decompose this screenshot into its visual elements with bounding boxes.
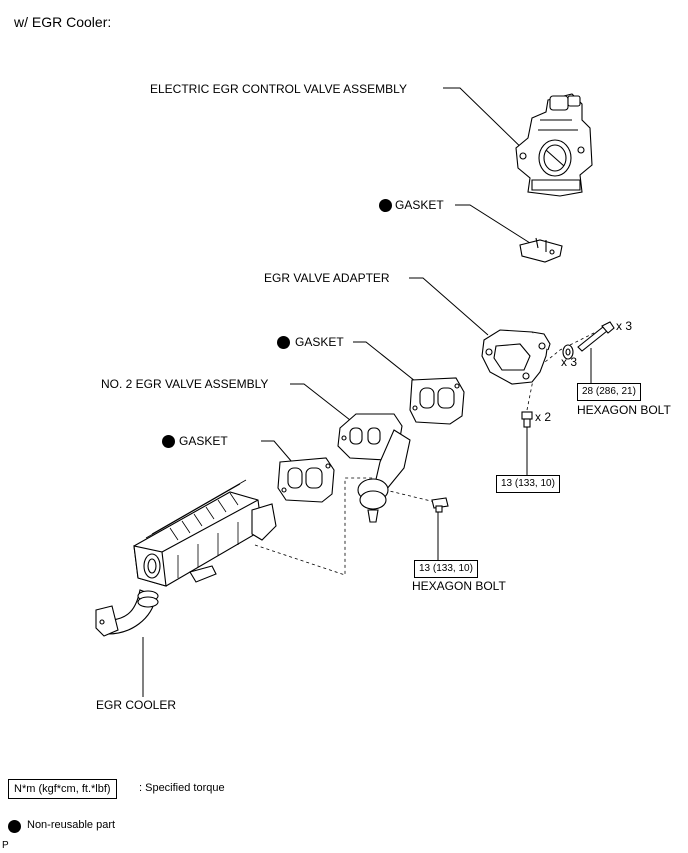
footer-code: P — [2, 840, 9, 851]
gasket-2-drawing — [409, 377, 465, 425]
qty-washer: x 3 — [561, 355, 578, 369]
qty-stud: x 2 — [535, 410, 552, 424]
leader-adapter — [409, 277, 489, 336]
label-gasket-3: GASKET — [179, 434, 228, 448]
gasket-3-drawing — [277, 457, 335, 503]
dashed-bolt-line — [372, 486, 436, 503]
gasket-1-drawing — [519, 237, 563, 263]
non-reusable-dot-gasket-3 — [162, 435, 175, 448]
label-egr-cooler: EGR COOLER — [96, 698, 177, 712]
dashed-adapter-line — [526, 329, 601, 411]
non-reusable-dot-gasket-1 — [379, 199, 392, 212]
page-title: w/ EGR Cooler: — [14, 14, 112, 30]
legend-non-reusable-text: Non-reusable part — [27, 819, 116, 831]
legend-torque-box: N*m (kgf*cm, ft.*lbf) — [8, 779, 117, 799]
label-egr-valve-adapter: EGR VALVE ADAPTER — [264, 271, 390, 285]
leader-gasket-1 — [455, 204, 531, 244]
leader-no2-valve — [290, 383, 351, 421]
label-no2-egr-valve: NO. 2 EGR VALVE ASSEMBLY — [101, 377, 269, 391]
egr-cooler-drawing — [95, 479, 277, 637]
label-gasket-1: GASKET — [395, 198, 444, 212]
egr-control-valve-drawing — [515, 93, 593, 197]
leader-gasket-2 — [353, 341, 421, 386]
label-hexagon-bolt-top: HEXAGON BOLT — [577, 403, 671, 417]
label-electric-egr-valve: ELECTRIC EGR CONTROL VALVE ASSEMBLY — [150, 82, 407, 96]
legend-torque-desc: : Specified torque — [139, 782, 225, 794]
label-gasket-2: GASKET — [295, 335, 344, 349]
hexagon-bolt-top-drawing — [577, 321, 615, 352]
label-hexagon-bolt-bottom: HEXAGON BOLT — [412, 579, 506, 593]
legend-non-reusable-dot — [8, 820, 21, 833]
leader-egr-valve — [443, 87, 533, 159]
torque-box-bolt-bottom: 13 (133, 10) — [414, 560, 478, 578]
no2-egr-valve-drawing — [337, 413, 411, 523]
torque-box-stud: 13 (133, 10) — [496, 475, 560, 493]
non-reusable-dot-gasket-2 — [277, 336, 290, 349]
hexagon-bolt-bottom-drawing — [431, 497, 449, 513]
leader-gasket-3 — [261, 440, 293, 463]
dashed-alignment-line — [254, 477, 373, 576]
qty-bolt-top: x 3 — [616, 319, 633, 333]
torque-box-bolt-top: 28 (286, 21) — [577, 383, 641, 401]
stud-drawing — [521, 411, 533, 428]
egr-valve-adapter-drawing — [481, 329, 551, 385]
washer-drawing — [562, 344, 574, 360]
